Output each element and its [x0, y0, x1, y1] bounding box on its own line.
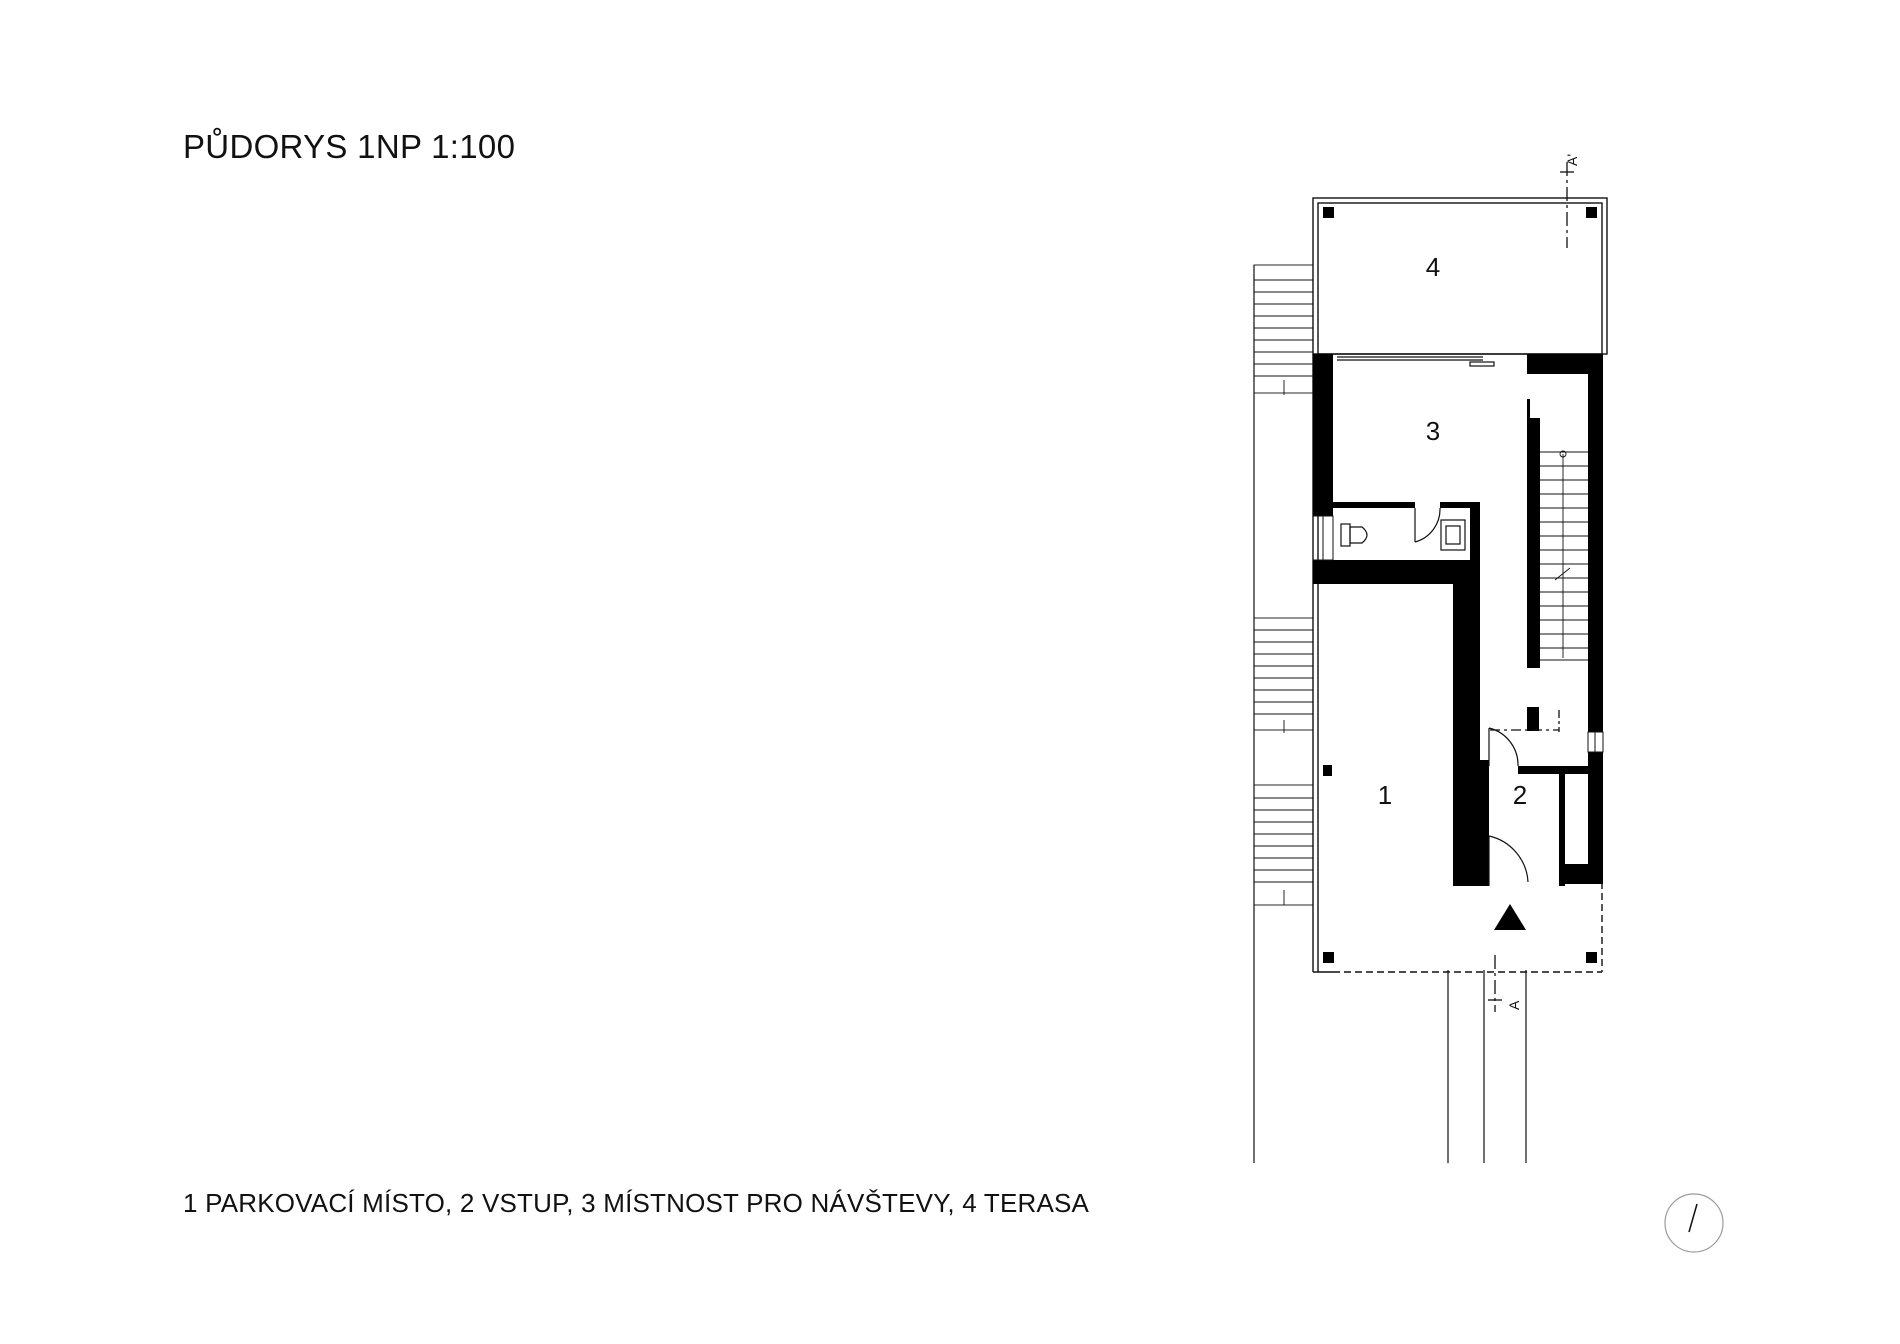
- external-stairs-middle: [1253, 617, 1314, 733]
- entrance-door[interactable]: [1488, 835, 1529, 886]
- window-entrance: [1587, 731, 1604, 753]
- room-label-terrace: 4: [1426, 252, 1440, 282]
- window-wc: [1312, 515, 1334, 561]
- sink-icon: [1440, 519, 1466, 551]
- section-mark-bottom: A: [1506, 1000, 1522, 1010]
- toilet-icon: [1340, 523, 1368, 547]
- section-mark-top: A': [1564, 154, 1580, 166]
- external-stairs-lower: [1253, 784, 1314, 906]
- external-stairs-upper: [1253, 264, 1314, 395]
- columns: [1323, 207, 1597, 963]
- sliding-door-terrace[interactable]: [1337, 356, 1495, 367]
- inner-door[interactable]: [1488, 727, 1519, 767]
- entrance-arrow-icon: [1494, 904, 1526, 930]
- drawing-title: PŮDORYS 1NP 1:100: [183, 128, 516, 165]
- room-label-parking: 1: [1378, 780, 1392, 810]
- section-line: [1488, 162, 1574, 1012]
- room-label-visitors-room: 3: [1426, 416, 1440, 446]
- internal-staircase: [1540, 450, 1588, 661]
- terrace: [1312, 197, 1608, 355]
- driveway: [1447, 970, 1527, 1163]
- wc-door[interactable]: [1414, 507, 1441, 543]
- walls: [1313, 354, 1603, 886]
- room-label-entrance: 2: [1513, 780, 1527, 810]
- room-legend: 1 PARKOVACÍ MÍSTO, 2 VSTUP, 3 MÍSTNOST P…: [183, 1188, 1090, 1218]
- north-arrow-icon: [1664, 1193, 1724, 1253]
